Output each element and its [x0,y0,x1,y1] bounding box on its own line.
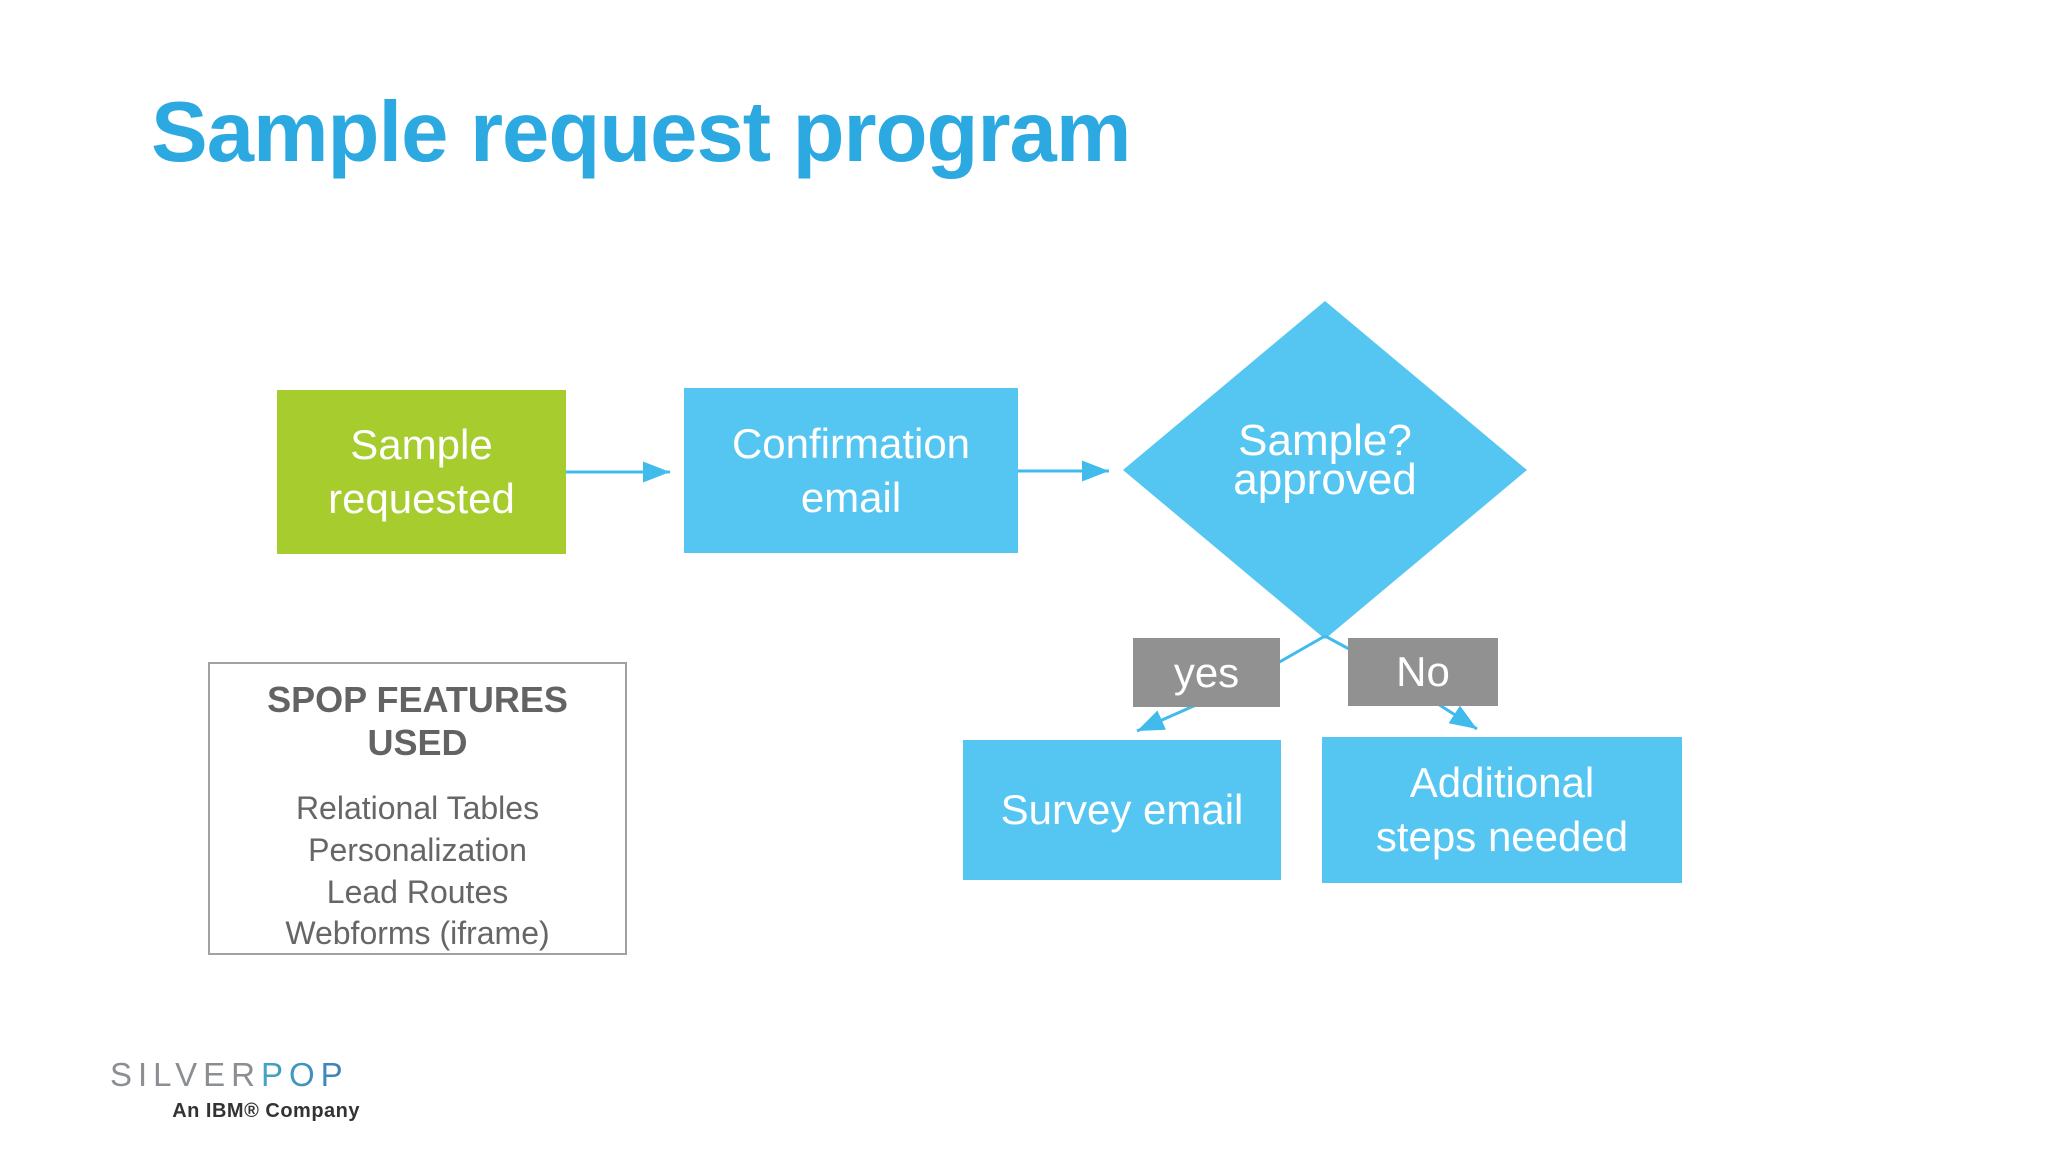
start-node-label-line1: Sample [350,421,493,469]
silverpop-logo-wordmark: SILVERPOP [110,1058,360,1091]
slide-title: Sample request program [151,85,1131,180]
features-list: Relational Tables Personalization Lead R… [210,788,625,954]
decision-node-label-line2: approved [1233,454,1417,504]
confirmation-node-label-line2: email [800,473,902,521]
connector-yes-to-survey [1136,703,1197,733]
confirmation-node: Confirmation email [684,388,1018,553]
features-item: Lead Routes [326,873,509,910]
logo-silver-text: SILVER [110,1056,261,1093]
start-node-label-line2: requested [328,475,515,522]
survey-email-node-label: Survey email [1000,786,1244,834]
connector-no-to-additional [1437,702,1478,731]
confirmation-node-label-line1: Confirmation [731,419,971,467]
features-item: Webforms (iframe) [285,915,550,952]
yes-label-text: yes [1173,648,1240,696]
decision-node-label: Sample? approved [1123,416,1527,504]
survey-email-node: Survey email [963,740,1281,880]
additional-steps-label-line1: Additional [1409,759,1595,807]
decision-diamond-shape [1123,301,1527,639]
logo-tagline: An IBM® Company [172,1100,360,1122]
features-item: Personalization [308,831,527,868]
features-box: SPOP FEATURES USED Relational Tables Per… [208,662,627,955]
additional-steps-node: Additional steps needed [1322,737,1682,883]
start-node: Sample requested [277,390,566,554]
yes-label-box: yes [1133,638,1280,707]
no-label-box: No [1348,638,1498,706]
additional-steps-label-line2: steps needed [1375,813,1629,860]
decision-node-label-line1: Sample? [1238,416,1412,465]
features-item: Relational Tables [295,790,540,827]
logo-pop-text: POP [260,1056,349,1093]
silverpop-logo: SILVERPOP An IBM® Company [110,1058,360,1123]
no-label-text: No [1396,648,1450,696]
features-box-heading: SPOP FEATURES USED [267,679,568,764]
